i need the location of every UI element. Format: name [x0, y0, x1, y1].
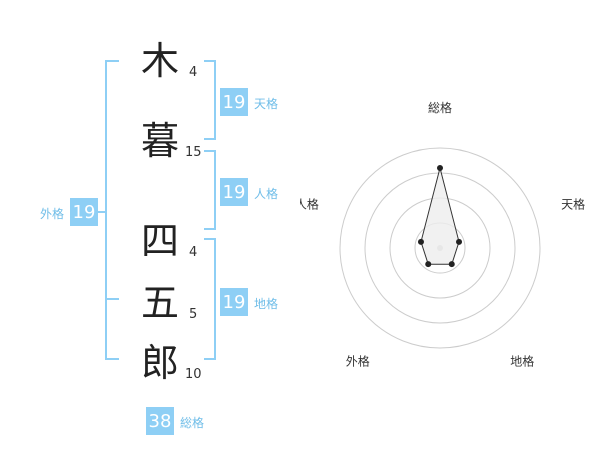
soukaku-value-badge: 38	[146, 407, 174, 435]
gaikaku-bracket-bottom	[105, 358, 119, 360]
radar-axis-label-2: 地格	[510, 353, 534, 368]
gaikaku-bracket-top	[105, 60, 119, 62]
jinkaku-value-badge: 19	[220, 178, 248, 206]
radar-point-0	[437, 165, 443, 171]
jinkaku-bracket-bottom	[204, 228, 216, 230]
gaikaku-value-badge: 19	[70, 198, 98, 226]
radar-shape	[417, 165, 463, 268]
radar-point-1	[456, 238, 463, 245]
chikaku-bracket-top	[204, 238, 216, 240]
chikaku-bracket-bottom	[204, 358, 216, 360]
tenkaku-bracket-bottom	[204, 138, 216, 140]
radar-ring-4	[339, 147, 541, 349]
stroke-count-1: 4	[189, 65, 198, 80]
tenkaku-label: 天格	[254, 97, 279, 111]
gaikaku-label: 外格	[40, 207, 65, 221]
chikaku-value-badge: 19	[220, 288, 248, 316]
stroke-count-2: 15	[185, 145, 202, 160]
stroke-count-4: 5	[189, 307, 198, 322]
radar-point-3	[425, 261, 432, 268]
tenkaku-value-badge: 19	[220, 88, 248, 116]
name-char-5: 郎	[140, 341, 179, 385]
radar-point-2	[448, 261, 455, 268]
radar-axis-label-3: 外格	[346, 353, 370, 368]
name-char-1: 木	[140, 39, 179, 83]
gaikaku-connector	[98, 211, 107, 213]
jinkaku-label: 人格	[254, 187, 279, 201]
name-char-3: 四	[140, 219, 179, 263]
gaikaku-bracket-vertical	[105, 60, 107, 360]
soukaku-label: 総格	[180, 416, 205, 430]
radar-point-4	[417, 238, 424, 245]
stroke-count-5: 10	[185, 367, 202, 382]
gaikaku-bracket-mid	[105, 298, 119, 300]
chikaku-bracket-vertical	[214, 238, 216, 360]
name-char-2: 暮	[140, 119, 179, 163]
tenkaku-bracket-top	[204, 60, 216, 62]
jinkaku-bracket-top	[204, 150, 216, 152]
radar-axis-label-1: 天格	[561, 197, 585, 212]
radar-axis-label-0: 総格	[428, 100, 452, 115]
jinkaku-bracket-vertical	[214, 150, 216, 230]
name-char-4: 五	[140, 281, 179, 325]
tenkaku-bracket-vertical	[214, 60, 216, 140]
radar-polygon	[420, 167, 460, 265]
radar-axis-label-4: 人格	[300, 197, 319, 212]
stroke-count-3: 4	[189, 245, 198, 260]
chikaku-label: 地格	[254, 297, 279, 311]
